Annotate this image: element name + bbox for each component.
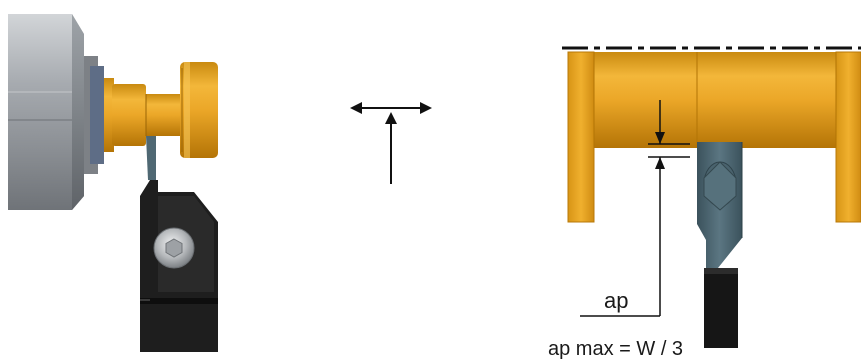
tool-holder-right [704, 268, 738, 348]
ap-max-label: ap max = W / 3 [548, 338, 683, 360]
right-view [562, 46, 861, 348]
chuck [8, 14, 104, 210]
left-view [8, 14, 218, 352]
feed-direction-arrows-icon [350, 102, 432, 184]
workpiece-right [562, 46, 861, 223]
insert-right [697, 142, 743, 272]
screw-icon [153, 227, 195, 269]
insert-tip-left [146, 136, 156, 180]
ap-dimension [580, 100, 690, 317]
workpiece-left [104, 62, 218, 158]
ap-label: ap [604, 288, 628, 313]
tool-holder-left [140, 180, 218, 352]
